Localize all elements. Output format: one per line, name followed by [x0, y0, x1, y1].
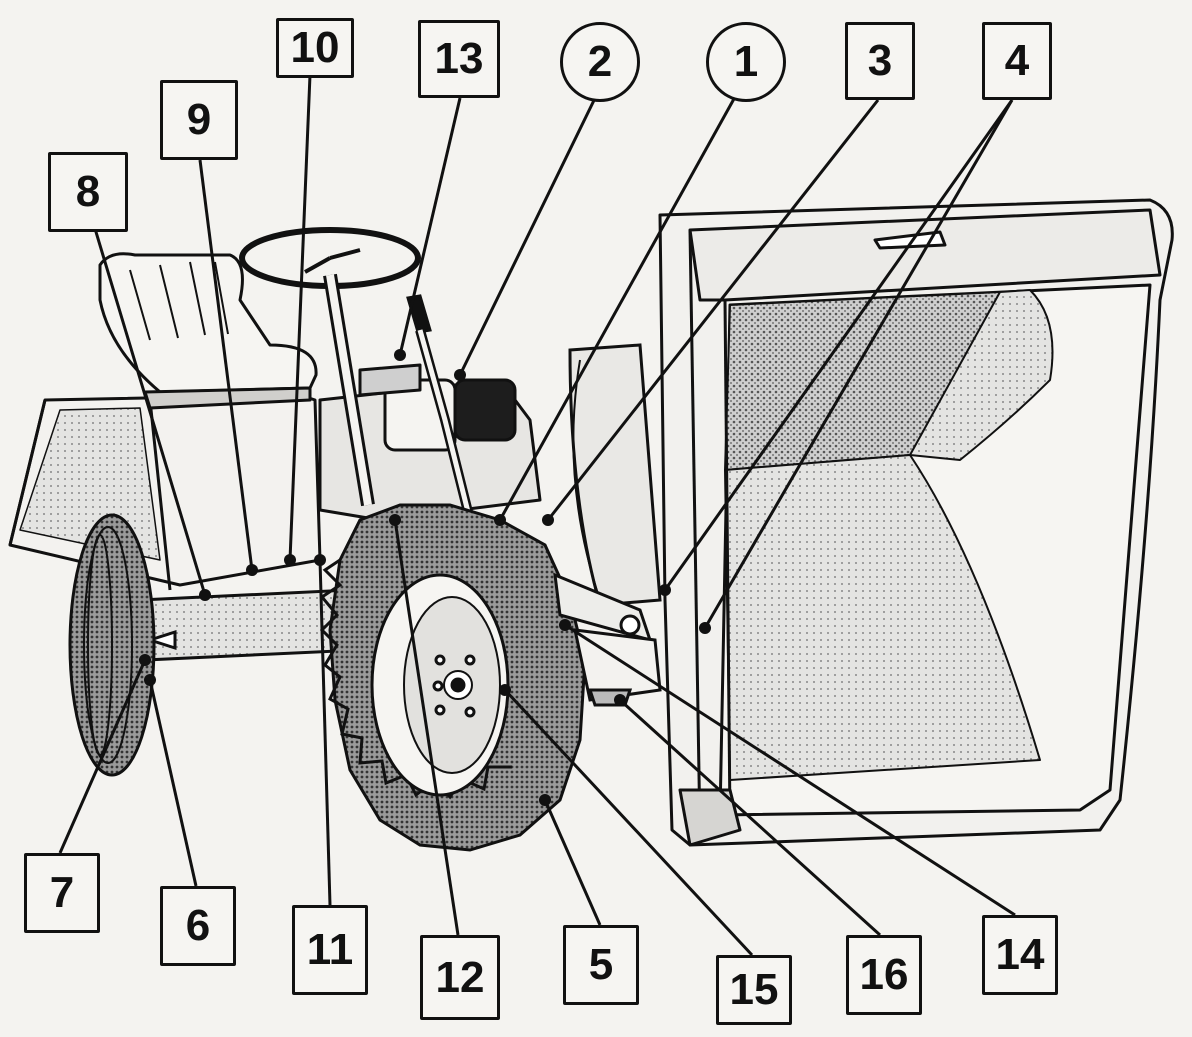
callout-11: 11: [292, 905, 368, 995]
callout-5: 5: [563, 925, 639, 1005]
callout-15: 15: [716, 955, 792, 1025]
mounting-arm: [553, 572, 662, 707]
blower-housing: [658, 198, 1174, 847]
leader-lines: [58, 74, 1016, 957]
front-wheel: [68, 513, 156, 777]
steering: [239, 227, 421, 507]
callout-2: 2: [560, 22, 640, 102]
callout-1: 1: [706, 22, 786, 102]
callout-6: 6: [160, 886, 236, 966]
callout-7: 7: [24, 853, 100, 933]
rear-tire: [319, 503, 587, 852]
tractor-body: [8, 393, 322, 591]
seat: [98, 252, 318, 410]
callout-3: 3: [845, 22, 915, 100]
callout-9: 9: [160, 80, 238, 160]
callout-8: 8: [48, 152, 128, 232]
callout-16: 16: [846, 935, 922, 1015]
callout-12: 12: [420, 935, 500, 1020]
lift-lever: [406, 294, 475, 522]
callout-10: 10: [276, 18, 354, 78]
leader-dots: [139, 349, 711, 806]
callout-13: 13: [418, 20, 500, 98]
callout-14: 14: [982, 915, 1058, 995]
callout-4: 4: [982, 22, 1052, 100]
